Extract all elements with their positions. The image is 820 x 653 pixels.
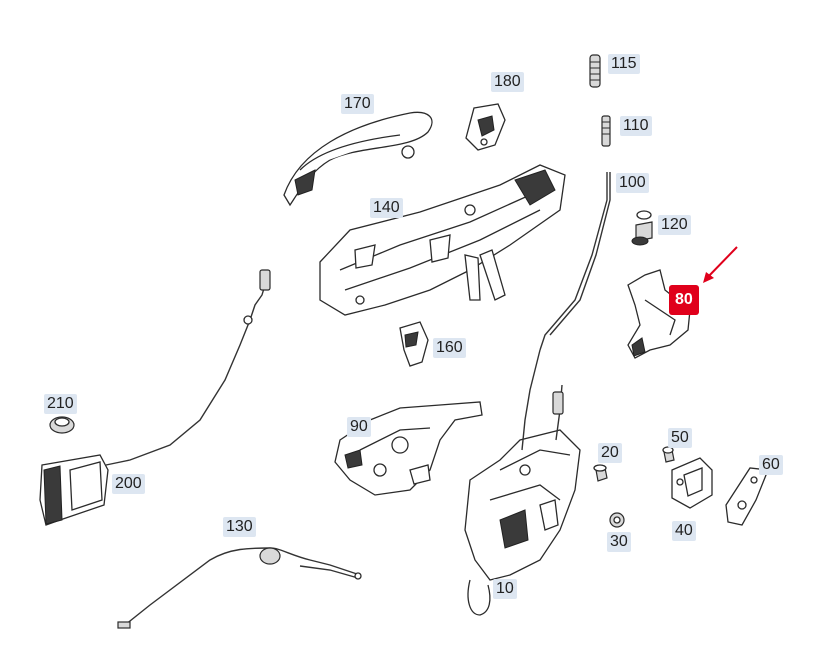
callout-80[interactable]: 80	[669, 285, 699, 315]
part-170-handle	[283, 111, 433, 207]
callout-120[interactable]: 120	[658, 215, 691, 235]
callout-30[interactable]: 30	[607, 532, 631, 552]
part-60-plate	[725, 467, 769, 526]
callout-40[interactable]: 40	[672, 521, 696, 541]
part-10-rod-sleeve	[552, 391, 564, 415]
part-180-bracket	[465, 103, 506, 151]
part-115-stud	[589, 54, 601, 88]
callout-200[interactable]: 200	[112, 474, 145, 494]
callout-170[interactable]: 170	[341, 94, 374, 114]
callout-20[interactable]: 20	[598, 443, 622, 463]
part-30-nut	[609, 512, 625, 528]
part-10-rod	[521, 349, 541, 451]
part-50-screw	[662, 446, 675, 463]
callout-160[interactable]: 160	[433, 338, 466, 358]
callout-80-arrow	[703, 246, 738, 283]
callout-50[interactable]: 50	[668, 428, 692, 448]
callout-210[interactable]: 210	[44, 394, 77, 414]
callout-130[interactable]: 130	[223, 517, 256, 537]
part-20-screw	[593, 464, 608, 482]
callout-100[interactable]: 100	[616, 173, 649, 193]
part-80-bracket	[627, 269, 691, 359]
part-90-plate	[334, 401, 483, 496]
callout-90[interactable]: 90	[347, 417, 371, 437]
part-160-clip	[399, 321, 429, 367]
callout-140[interactable]: 140	[370, 198, 403, 218]
part-200-cable-connector	[259, 269, 271, 291]
part-40-striker	[671, 457, 713, 509]
callout-180[interactable]: 180	[491, 72, 524, 92]
part-200-actuator	[39, 454, 109, 526]
part-120-grommet	[631, 210, 653, 246]
callout-110[interactable]: 110	[620, 116, 652, 136]
callout-10[interactable]: 10	[493, 579, 517, 599]
part-210-grommet	[49, 416, 75, 434]
part-140-carrier	[319, 164, 566, 316]
part-100-rod-edge	[549, 172, 611, 336]
part-200-cable	[105, 284, 266, 466]
callout-115[interactable]: 115	[608, 54, 640, 74]
part-130-cable	[117, 547, 362, 629]
part-10-lock	[464, 429, 581, 616]
part-100-rod	[539, 172, 608, 351]
part-200-cable-clip	[243, 315, 253, 325]
callout-60[interactable]: 60	[759, 455, 783, 475]
part-110-bolt	[601, 115, 611, 147]
